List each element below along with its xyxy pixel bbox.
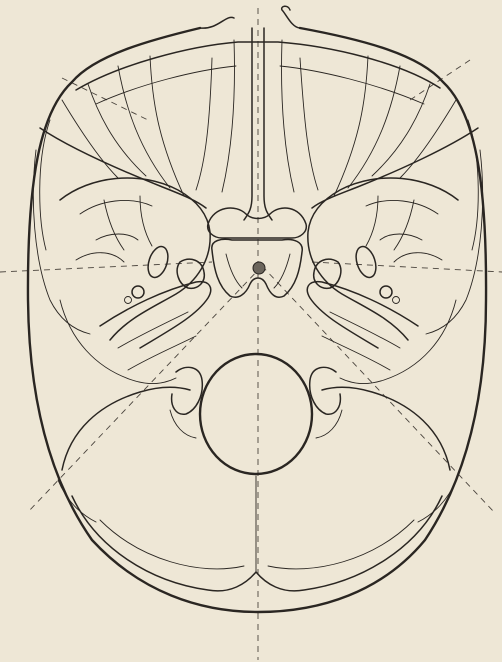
left-foramen-small (125, 297, 132, 304)
clivus-line-left (226, 254, 242, 288)
left-orbital-line-3 (118, 66, 170, 188)
frontal-inner-contour-2 (96, 66, 424, 104)
right-foramen-ovale (352, 244, 379, 280)
right-orbital-line-3 (348, 66, 400, 188)
olfactory-groove-right (282, 40, 295, 192)
cribriform-right (300, 58, 318, 190)
left-orbital-line-1 (62, 100, 118, 178)
right-lateral-wall (468, 120, 478, 250)
right-meningeal-branch (366, 196, 414, 250)
clivus-line-right (274, 254, 290, 288)
cribriform-left (196, 58, 212, 190)
left-sigmoid-groove (60, 300, 176, 384)
foramen-magnum (200, 354, 312, 474)
sella-upper-plate (208, 208, 307, 238)
right-sigmoid-groove (340, 300, 456, 384)
horizontal-guide-left (0, 262, 212, 272)
right-petrous-ridge (307, 282, 418, 348)
cerebellar-fossa-right (268, 520, 414, 569)
crista-galli-notch (200, 6, 300, 28)
left-petrous-ridge (100, 282, 211, 348)
left-foramen-spinosum (132, 286, 144, 298)
right-foramen-small (393, 297, 400, 304)
right-orbital-line-1 (400, 100, 456, 178)
posterior-fossa-contour (62, 387, 450, 470)
left-jugular-foramen (172, 367, 203, 414)
right-orbital-line-4 (334, 56, 368, 196)
left-meningeal-branch (104, 196, 152, 250)
left-orbital-line-4 (150, 56, 184, 196)
diagonal-guide-left (28, 266, 262, 512)
left-foramen-ovale (144, 244, 171, 280)
right-transverse-groove (418, 480, 456, 522)
olfactory-groove-left (222, 40, 235, 192)
pituitary-dot (253, 262, 265, 274)
right-orbital-line-2 (372, 84, 430, 176)
left-orbital-line-2 (88, 84, 146, 176)
cerebellar-fossa-left (100, 520, 244, 569)
right-foramen-spinosum (380, 286, 392, 298)
upper-guide-left (62, 78, 148, 120)
right-jugular-foramen (310, 367, 341, 414)
